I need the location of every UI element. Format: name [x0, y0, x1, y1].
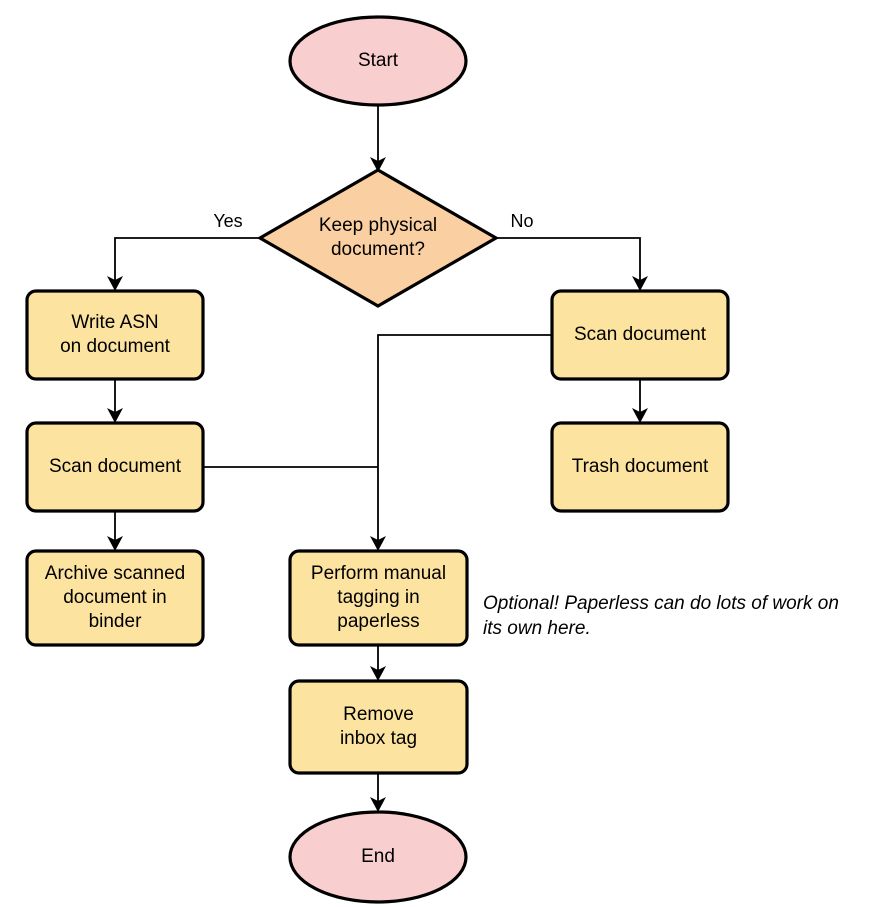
- edge-path: [377, 334, 552, 544]
- node-write-asn[interactable]: Write ASN on document: [25, 289, 205, 381]
- arrowhead-icon: [370, 536, 386, 551]
- node-scan-document-right[interactable]: Scan document: [550, 289, 730, 381]
- node-label: Trash document: [572, 456, 709, 477]
- annotation-optional-note: Optional! Paperless can do lots of work …: [483, 593, 839, 639]
- edges-layer: Yes No: [107, 105, 648, 812]
- annotation-line: its own here.: [483, 618, 591, 639]
- edge-start-to-decision: [370, 105, 386, 172]
- process-shape: [25, 289, 205, 381]
- process-shape: [25, 549, 205, 647]
- node-archive-binder[interactable]: Archive scanned document in binder: [25, 549, 205, 647]
- node-label-line: Keep physical: [319, 215, 437, 236]
- node-label-line: Perform manual: [311, 563, 446, 584]
- node-label: Scan document: [49, 456, 182, 477]
- node-keep-physical[interactable]: Keep physical document?: [256, 168, 500, 308]
- edge-decision-yes-to-write-asn: Yes: [107, 211, 260, 291]
- edge-scan-right-to-trash: [632, 379, 648, 423]
- edge-manual-tagging-to-remove-inbox: [370, 645, 386, 681]
- node-label-line: paperless: [337, 611, 419, 632]
- annotation-line: Optional! Paperless can do lots of work …: [483, 593, 839, 614]
- arrowhead-icon: [107, 276, 123, 291]
- node-label-line: Start: [358, 50, 399, 71]
- node-label: Perform manual tagging in paperless: [311, 563, 446, 632]
- arrowhead-icon: [632, 276, 648, 291]
- edge-label: Yes: [213, 211, 242, 231]
- node-start[interactable]: Start: [288, 15, 468, 107]
- edge-decision-no-to-scan-right: No: [496, 211, 648, 291]
- node-label-line: Remove: [343, 704, 414, 725]
- edge-path: [114, 237, 260, 284]
- node-label-line: inbox tag: [340, 728, 417, 749]
- process-shape: [288, 549, 469, 647]
- node-label-line: Scan document: [574, 324, 707, 345]
- process-shape: [288, 679, 469, 775]
- edge-write-asn-to-scan-left: [107, 379, 123, 423]
- edge-label: No: [510, 211, 533, 231]
- node-remove-inbox-tag[interactable]: Remove inbox tag: [288, 679, 469, 775]
- node-label-line: document in: [63, 587, 167, 608]
- terminator-shape: [288, 15, 468, 107]
- arrowhead-icon: [107, 536, 123, 551]
- node-label-line: document?: [331, 239, 425, 260]
- edge-scan-right-to-manual-tagging: [370, 334, 552, 551]
- node-label: End: [361, 846, 395, 867]
- node-end[interactable]: End: [288, 810, 468, 904]
- node-label: Start: [358, 50, 399, 71]
- node-label-line: End: [361, 846, 395, 867]
- edge-remove-inbox-to-end: [370, 773, 386, 812]
- node-label: Remove inbox tag: [340, 704, 417, 749]
- node-label: Write ASN on document: [60, 312, 171, 357]
- node-scan-document-left[interactable]: Scan document: [25, 421, 205, 513]
- node-label-line: binder: [89, 611, 142, 632]
- process-shape: [550, 289, 730, 381]
- node-label-line: Write ASN: [71, 312, 158, 333]
- edge-scan-left-to-archive: [107, 511, 123, 551]
- edge-path: [496, 237, 641, 284]
- arrowhead-icon: [632, 408, 648, 423]
- node-manual-tagging[interactable]: Perform manual tagging in paperless: [288, 549, 469, 647]
- decision-shape: [256, 168, 500, 308]
- node-label-line: on document: [60, 336, 171, 357]
- node-label-line: Scan document: [49, 456, 182, 477]
- node-label: Scan document: [574, 324, 707, 345]
- node-label-line: Trash document: [572, 456, 709, 477]
- annotations-layer: Optional! Paperless can do lots of work …: [483, 593, 839, 639]
- arrowhead-icon: [107, 408, 123, 423]
- node-label: Archive scanned document in binder: [45, 563, 185, 632]
- node-label: Keep physical document?: [319, 215, 437, 260]
- terminator-shape: [288, 810, 468, 904]
- node-trash-document[interactable]: Trash document: [550, 421, 730, 513]
- node-label-line: Archive scanned: [45, 563, 185, 584]
- arrowhead-icon: [370, 666, 386, 681]
- arrowhead-icon: [370, 797, 386, 812]
- process-shape: [550, 421, 730, 513]
- process-shape: [25, 421, 205, 513]
- arrowhead-icon: [370, 157, 386, 172]
- node-label-line: tagging in: [337, 587, 419, 608]
